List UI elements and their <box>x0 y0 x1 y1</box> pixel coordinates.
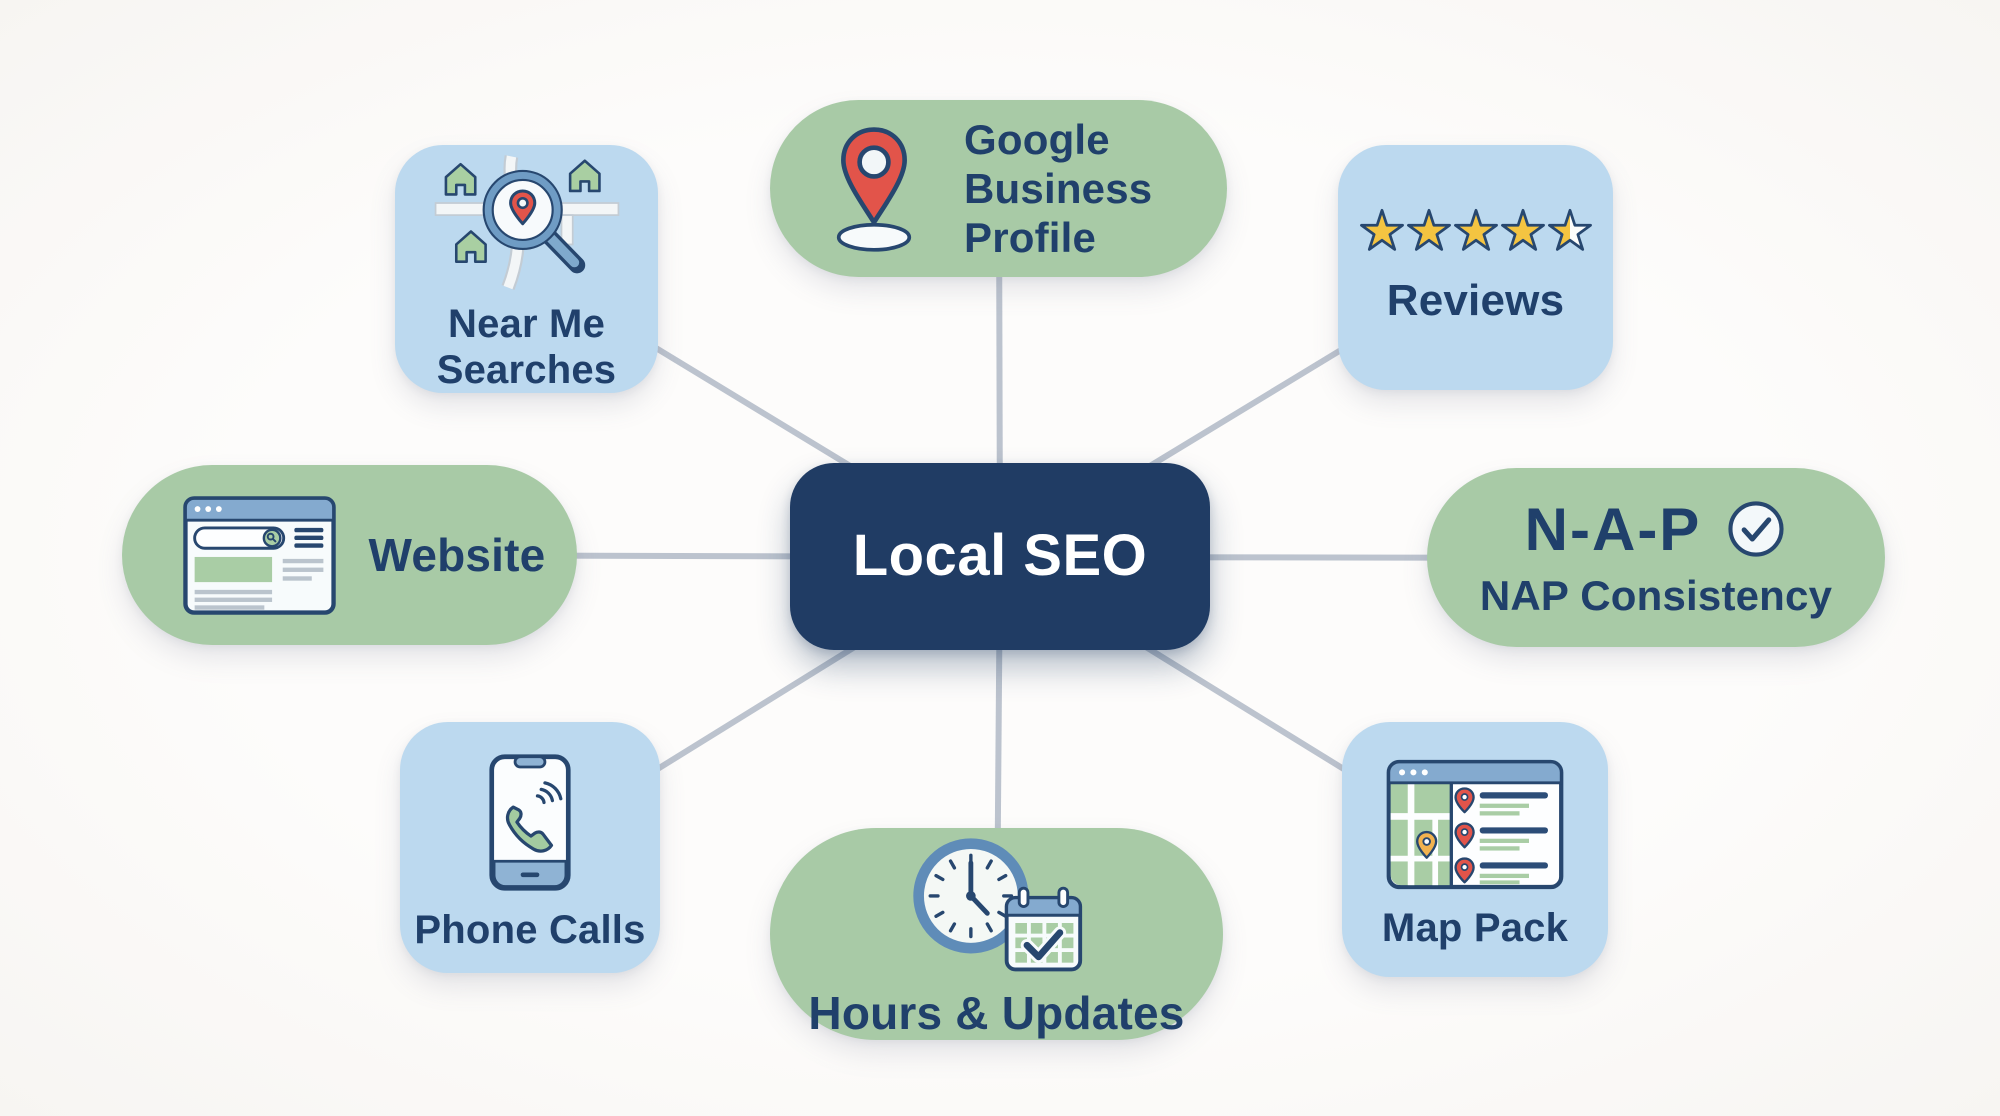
clock-calendar-icon <box>913 838 1083 972</box>
smartphone-call-icon <box>489 753 571 891</box>
node-map-pack: Map Pack <box>1342 722 1608 977</box>
node-reviews: Reviews <box>1338 145 1613 390</box>
node-label: Reviews <box>1386 276 1565 326</box>
browser-window-icon <box>183 495 336 615</box>
node-near-me-searches: Near Me Searches <box>395 145 658 393</box>
node-label: Near Me Searches <box>436 302 617 392</box>
star-icon <box>1500 209 1545 251</box>
node-label: Hours & Updates <box>808 987 1185 1040</box>
node-google-business-profile: Google Business Profile <box>770 100 1227 277</box>
node-label: Map Pack <box>1381 906 1569 950</box>
nap-heading-row: N-A-P <box>1525 495 1788 564</box>
star-icon <box>1406 209 1451 251</box>
node-website: Website <box>122 465 577 645</box>
map-search-icon <box>434 155 619 291</box>
map-pin-icon <box>836 126 912 252</box>
node-local-seo: Local SEO <box>790 463 1210 650</box>
node-hours-updates: Hours & Updates <box>770 828 1223 1040</box>
node-label: Phone Calls <box>414 907 646 952</box>
nap-heading: N-A-P <box>1524 495 1702 563</box>
node-label: NAP Consistency <box>1479 571 1833 619</box>
star-icon <box>1359 209 1404 251</box>
node-nap-consistency: N-A-P NAP Consistency <box>1427 468 1885 647</box>
map-listing-icon <box>1386 759 1564 890</box>
star-rating-icon <box>1359 208 1593 254</box>
center-label: Local SEO <box>852 523 1148 589</box>
half-star-icon <box>1547 209 1592 251</box>
node-label: Google Business Profile <box>964 115 1153 262</box>
node-label: Website <box>368 528 546 581</box>
node-phone-calls: Phone Calls <box>400 722 660 973</box>
check-circle-icon <box>1728 501 1784 557</box>
star-icon <box>1453 209 1498 251</box>
